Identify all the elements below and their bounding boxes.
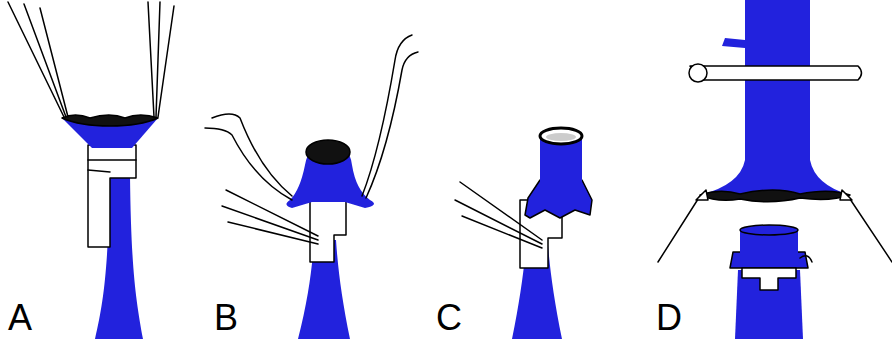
panel-d-drawing bbox=[658, 0, 892, 339]
panel-letter: A bbox=[8, 300, 32, 336]
panel-a-drawing bbox=[8, 2, 174, 339]
panel-letter: B bbox=[214, 300, 238, 336]
panel-letter: C bbox=[436, 300, 462, 336]
panel-b-drawing bbox=[205, 35, 418, 339]
panel-letter: D bbox=[656, 300, 682, 336]
panel-c-drawing bbox=[455, 128, 592, 339]
